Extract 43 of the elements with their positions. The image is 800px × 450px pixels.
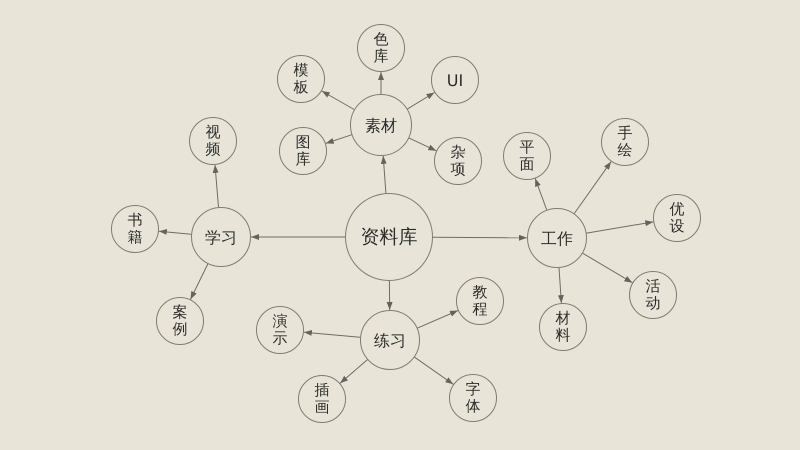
arrow — [325, 134, 352, 144]
topic-circle: 练习 — [360, 310, 420, 370]
arrow — [574, 161, 612, 214]
arrow — [340, 359, 368, 384]
subtopic-circle: 字体 — [449, 374, 497, 422]
arrow — [380, 155, 387, 194]
subtopic-circle: 书籍 — [111, 205, 159, 253]
topic-circle: 素材 — [350, 94, 412, 156]
subtopic-circle: 视频 — [189, 117, 237, 165]
arrow — [386, 280, 393, 310]
arrow — [558, 267, 564, 304]
arrow — [378, 72, 384, 94]
central-topic-circle: 资料库 — [345, 193, 433, 281]
subtopic-circle: 模板 — [277, 55, 325, 103]
arrow — [414, 356, 454, 385]
arrow — [303, 330, 361, 338]
topic-circle: 工作 — [527, 208, 587, 268]
subtopic-circle: 图库 — [279, 127, 327, 175]
arrow — [250, 234, 346, 240]
subtopic-circle: 手绘 — [601, 118, 649, 166]
arrow — [432, 234, 528, 241]
arrow — [321, 90, 355, 110]
arrow — [586, 220, 654, 234]
subtopic-circle: 活动 — [629, 271, 677, 319]
subtopic-circle: 案例 — [156, 297, 204, 345]
subtopic-circle: 插画 — [298, 375, 346, 423]
arrow — [212, 164, 219, 208]
subtopic-circle: 演示 — [256, 306, 304, 354]
subtopic-circle: 教程 — [456, 277, 504, 325]
subtopic-circle: 杂项 — [434, 137, 482, 185]
arrow — [158, 228, 192, 235]
arrow — [407, 92, 435, 110]
subtopic-circle: 色库 — [357, 24, 405, 72]
arrow — [582, 252, 633, 284]
arrow — [190, 264, 208, 300]
subtopic-circle: UI — [431, 56, 479, 104]
subtopic-circle: 优设 — [653, 194, 701, 242]
arrow — [408, 138, 437, 152]
subtopic-circle: 材料 — [539, 303, 587, 351]
arrow — [534, 178, 548, 210]
subtopic-circle: 平面 — [503, 132, 551, 180]
arrow — [417, 310, 458, 329]
topic-circle: 学习 — [191, 207, 251, 267]
